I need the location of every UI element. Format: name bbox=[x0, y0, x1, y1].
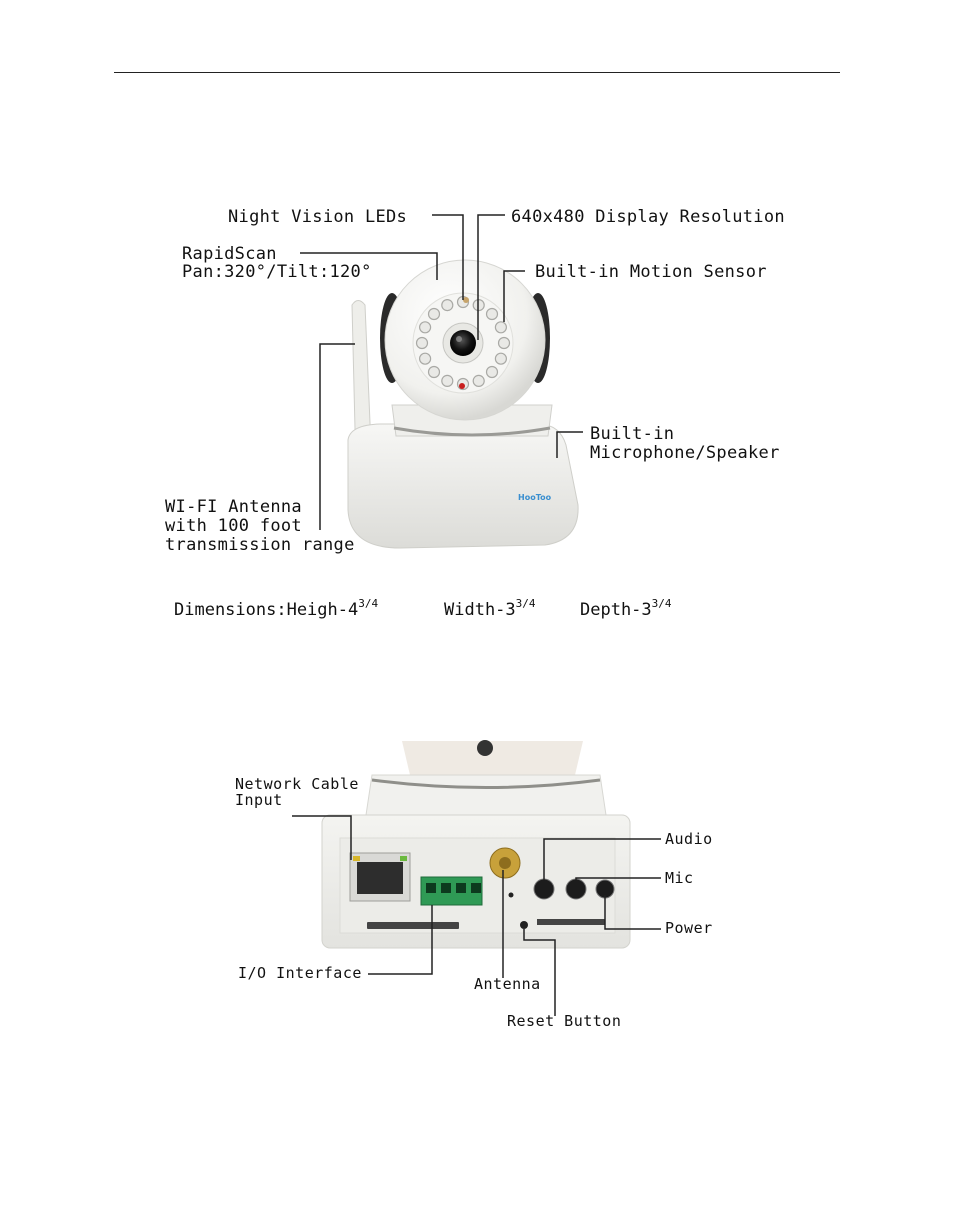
reset-button-label: Reset Button bbox=[507, 1013, 621, 1030]
sd-slot-left bbox=[367, 922, 459, 929]
rear-screw-hole bbox=[477, 740, 493, 756]
io-interface-label: I/O Interface bbox=[238, 965, 362, 982]
audio-jack bbox=[534, 879, 554, 899]
mic-jack bbox=[566, 879, 586, 899]
power-label: Power bbox=[665, 920, 713, 937]
mic-label: Mic bbox=[665, 870, 694, 887]
sd-slot-right bbox=[537, 919, 605, 925]
antenna-rear-label: Antenna bbox=[474, 976, 541, 993]
network-cable-label-line2: Input bbox=[235, 792, 283, 809]
reset-button-hole bbox=[520, 921, 528, 929]
audio-label: Audio bbox=[665, 831, 713, 848]
